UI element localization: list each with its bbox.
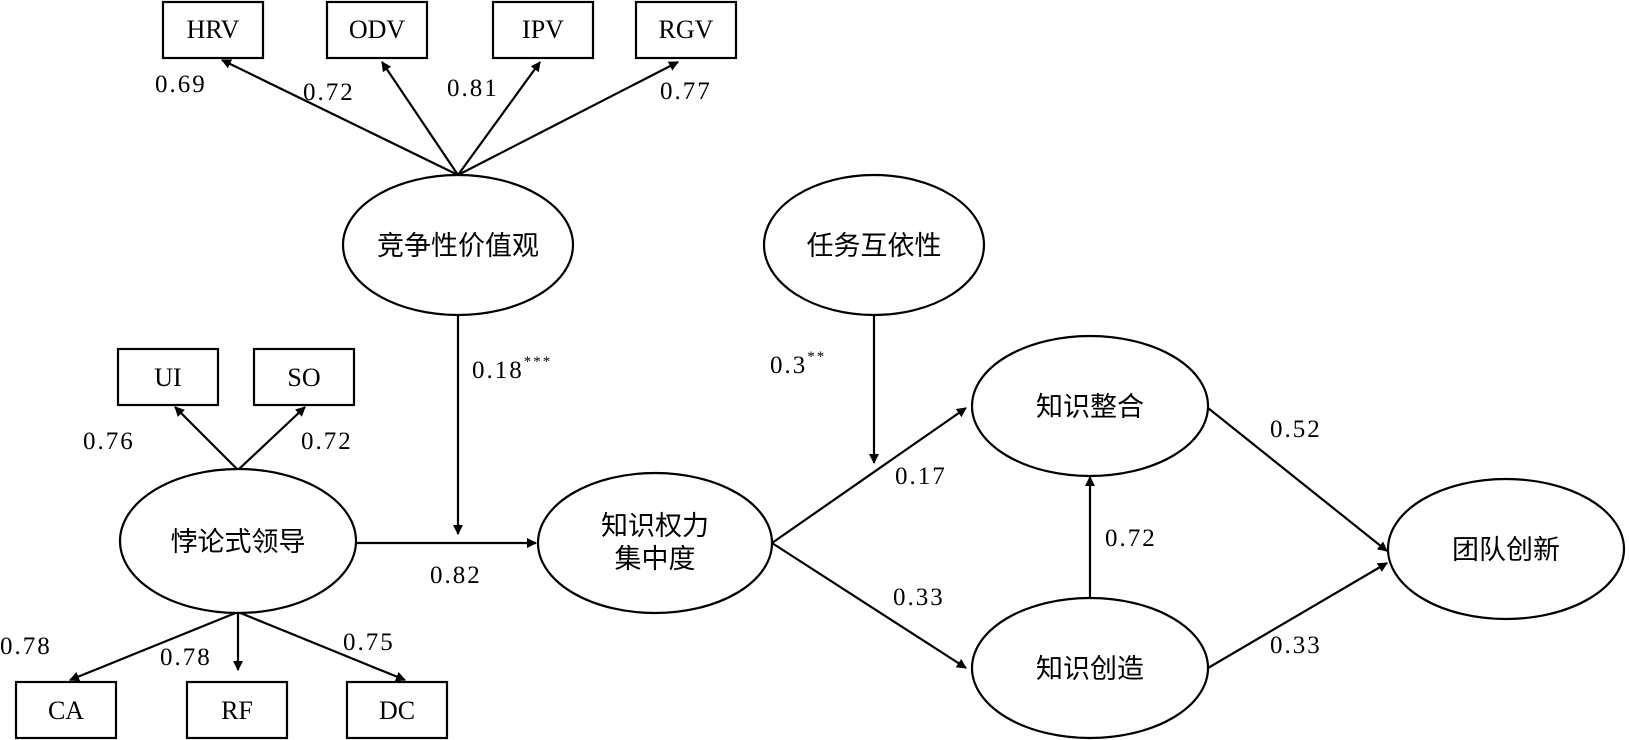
coef-moderation-ti-sig: **	[807, 349, 826, 365]
indicator-so-label: SO	[287, 363, 320, 392]
coef-moderation-ti-value: 0.3	[770, 352, 807, 379]
construct-paradoxical-leadership-label: 悖论式领导	[171, 527, 306, 558]
coef-kc-ki: 0.72	[1105, 525, 1157, 552]
construct-team-innovation-label: 团队创新	[1452, 535, 1560, 566]
coef-ca: 0.78	[0, 633, 52, 660]
indicator-dc-label: DC	[379, 696, 415, 725]
edge-pl-dc	[237, 610, 406, 682]
edge-pl-ui	[174, 406, 239, 471]
coef-kpc-ki: 0.17	[895, 463, 947, 490]
construct-task-interdependence: 任务互依性	[762, 173, 986, 317]
construct-team-innovation: 团队创新	[1386, 477, 1626, 621]
coef-rgv: 0.77	[660, 78, 712, 105]
coef-dc: 0.75	[343, 629, 395, 656]
indicator-rf: RF	[185, 680, 289, 740]
construct-knowledge-power-label-line1: 知识权力	[601, 511, 709, 542]
indicator-hrv-label: HRV	[187, 15, 240, 44]
edge-cv-odv	[381, 61, 459, 176]
coef-moderation-ti: 0.3**	[770, 349, 826, 379]
construct-nodes: 竞争性价值观 任务互依性 悖论式领导 知识权力 集中度 知识整合 知识创造 团队…	[118, 173, 1626, 740]
coef-ui: 0.76	[83, 428, 135, 455]
indicator-rgv: RGV	[634, 0, 738, 60]
indicator-dc: DC	[345, 680, 449, 740]
edge-cv-rgv	[457, 61, 679, 176]
edge-cv-hrv	[221, 59, 459, 176]
construct-competitive-values: 竞争性价值观	[341, 173, 575, 317]
indicator-ipv: IPV	[491, 0, 595, 60]
coef-moderation-cv: 0.18***	[472, 354, 552, 384]
coef-kpc-kc: 0.33	[893, 584, 945, 611]
indicator-so: SO	[252, 347, 356, 407]
indicator-ipv-label: IPV	[522, 15, 564, 44]
indicator-hrv: HRV	[161, 0, 265, 60]
indicator-rf-label: RF	[221, 696, 253, 725]
edge-kc-ti	[1207, 562, 1388, 669]
construct-knowledge-creation: 知识创造	[970, 596, 1210, 740]
edge-pl-ca	[69, 610, 239, 682]
coef-odv: 0.72	[303, 79, 355, 106]
indicator-boxes: HRV ODV IPV RGV UI SO CA RF	[14, 0, 738, 740]
coef-hrv: 0.69	[155, 71, 207, 98]
construct-paradoxical-leadership: 悖论式领导	[118, 467, 358, 615]
construct-knowledge-integration: 知识整合	[970, 334, 1210, 478]
coef-moderation-cv-value: 0.18	[472, 357, 524, 384]
edge-ki-ti	[1207, 407, 1388, 552]
indicator-odv: ODV	[325, 0, 429, 60]
coef-ipv: 0.81	[447, 75, 499, 102]
coef-kc-ti: 0.33	[1270, 632, 1322, 659]
edge-kpc-ki	[771, 407, 967, 544]
edge-cv-ipv	[457, 61, 541, 176]
indicator-odv-label: ODV	[349, 15, 406, 44]
construct-knowledge-power-label-line2: 集中度	[615, 544, 696, 575]
construct-competitive-values-label: 竞争性价值观	[377, 231, 539, 262]
indicator-rgv-label: RGV	[659, 15, 714, 44]
indicator-ca: CA	[14, 680, 118, 740]
indicator-ui: UI	[116, 347, 220, 407]
coef-moderation-cv-sig: ***	[524, 354, 553, 370]
edges	[69, 59, 1388, 682]
coefficient-labels: 0.69 0.72 0.81 0.77 0.76 0.72 0.78 0.78 …	[0, 71, 1322, 671]
construct-knowledge-power-concentration: 知识权力 集中度	[536, 471, 774, 615]
coef-so: 0.72	[301, 428, 353, 455]
coef-rf: 0.78	[160, 644, 212, 671]
indicator-ca-label: CA	[48, 696, 84, 725]
edge-pl-so	[237, 406, 306, 471]
construct-task-interdependence-label: 任务互依性	[807, 231, 942, 262]
construct-knowledge-integration-label: 知识整合	[1036, 392, 1144, 423]
coef-pl-kpc: 0.82	[430, 562, 482, 589]
coef-ki-ti: 0.52	[1270, 416, 1322, 443]
edge-kpc-kc	[771, 542, 967, 669]
indicator-ui-label: UI	[154, 363, 181, 392]
construct-knowledge-creation-label: 知识创造	[1036, 654, 1144, 685]
